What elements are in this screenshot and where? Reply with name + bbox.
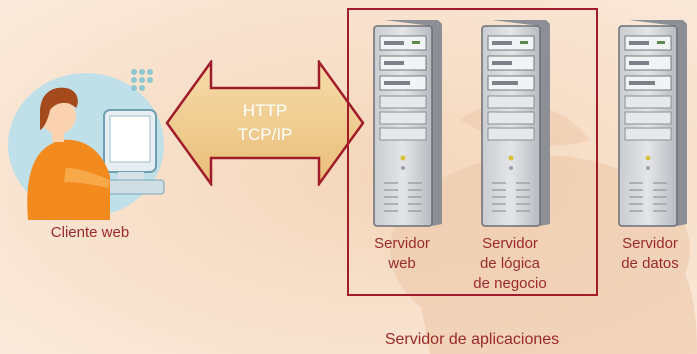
logic-server-label-line1: Servidor [482, 235, 538, 252]
business-logic-server-icon [481, 19, 551, 227]
logic-server-label-line2: de lógica [479, 255, 541, 272]
protocol-line1: HTTP [242, 101, 288, 120]
client-user-illustration [8, 69, 165, 220]
data-server-label-line1: Servidor [622, 235, 678, 252]
logic-server-label-line3: de negocio [473, 275, 547, 292]
data-server-label-line2: de datos [621, 255, 679, 272]
web-server-icon [373, 19, 443, 227]
protocol-line2: TCP/IP [237, 125, 293, 144]
http-double-arrow [165, 60, 365, 186]
data-server-icon [618, 19, 688, 227]
web-server-label-line1: Servidor [374, 235, 430, 252]
web-server-label-line2: web [388, 255, 416, 272]
client-label: Cliente web [50, 224, 130, 241]
application-server-group [347, 8, 598, 296]
application-server-label: Servidor de aplicaciones [384, 331, 560, 348]
